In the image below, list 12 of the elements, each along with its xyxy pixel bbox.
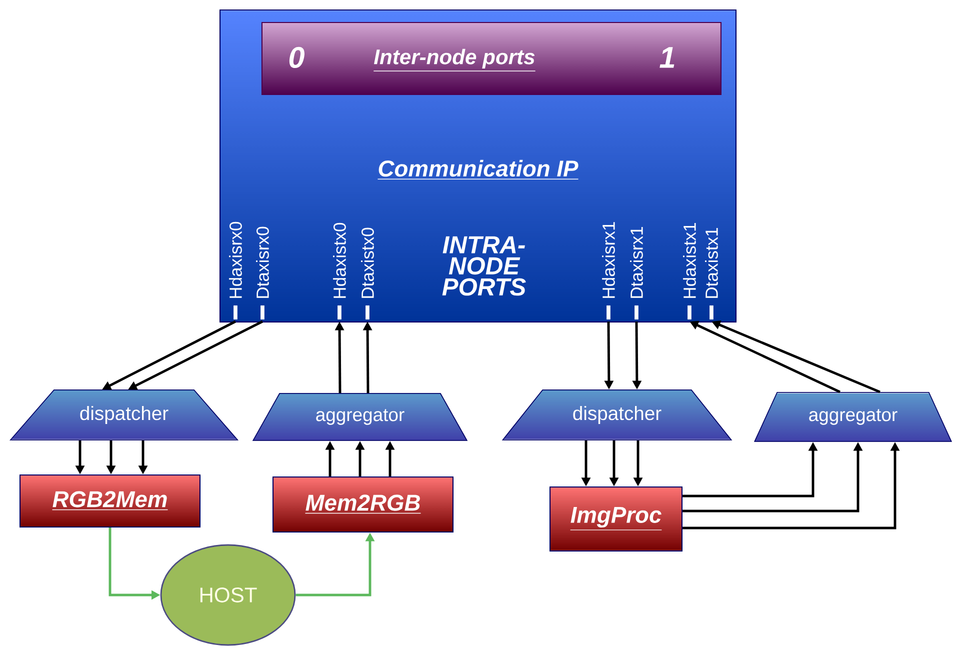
port-label: Hdaxisrx1 xyxy=(602,222,615,320)
port-bar: 0 Inter-node ports 1 xyxy=(261,22,722,95)
port-label: Hdaxisrx0 xyxy=(229,222,242,320)
module-box: Mem2RGB xyxy=(272,476,454,533)
port-label: Dtaxisrx0 xyxy=(256,226,269,320)
port-label: Dtaxistx1 xyxy=(705,228,718,320)
module-box: RGB2Mem xyxy=(19,474,201,528)
port-label: Hdaxistx1 xyxy=(683,223,696,320)
port-label: Hdaxistx0 xyxy=(333,222,346,320)
port-label: Dtaxisrx1 xyxy=(630,226,643,320)
port-label: Dtaxistx0 xyxy=(361,228,374,320)
module-box: ImgProc xyxy=(549,486,683,552)
